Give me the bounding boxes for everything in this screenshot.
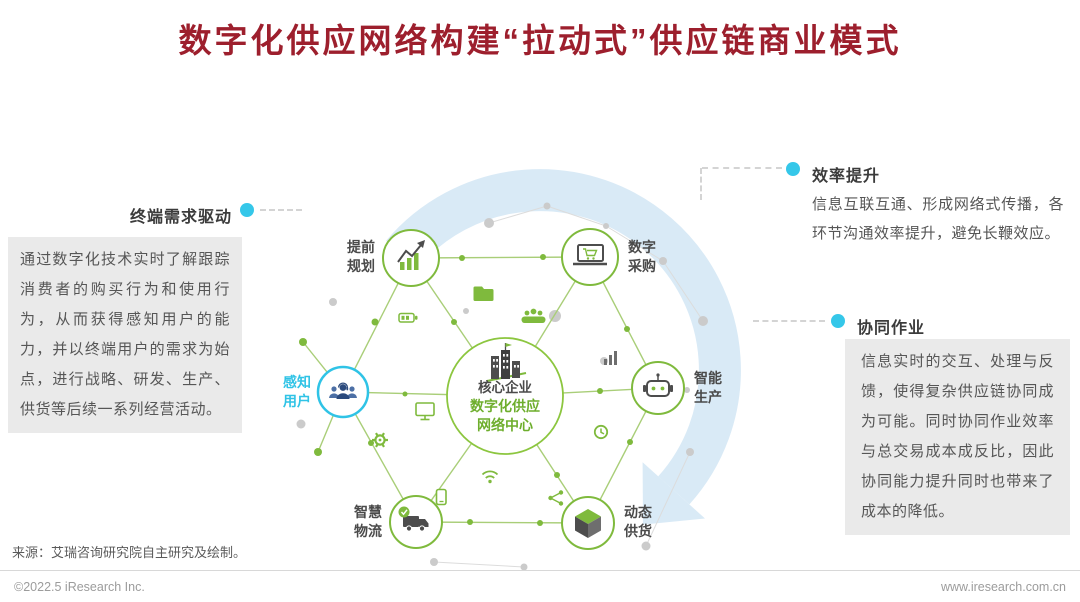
growth-chart-icon — [397, 240, 425, 270]
node-label-digital-procurement: 数字 采购 — [622, 238, 662, 276]
circular-arrow — [386, 169, 741, 525]
network-lines-gray — [433, 205, 704, 568]
source-note: 来源：艾瑞咨询研究院自主研究及绘制。 — [12, 545, 247, 560]
users-headset-icon — [329, 382, 357, 399]
left-bullet-dot — [240, 203, 254, 217]
folder-icon — [473, 286, 494, 301]
robot-icon — [643, 373, 673, 397]
cube-icon — [575, 509, 601, 538]
laptop-cart-icon — [573, 244, 607, 266]
node-label-perceive-users: 感知 用户 — [277, 373, 317, 411]
node-label-line: 采购 — [628, 258, 656, 274]
node-label-advance-planning: 提前 规划 — [341, 238, 381, 276]
center-node-title: 核心企业 — [478, 380, 532, 395]
right-bottom-heading: 协同作业 — [857, 320, 926, 337]
node-label-smart-logistics: 智慧 物流 — [348, 503, 388, 541]
node-label-intelligent-production: 智能 生产 — [688, 369, 728, 407]
right-bottom-body: 信息实时的交互、处理与反馈，使得复杂供应链协同成为可能。同时协同作业效率与总交易… — [845, 339, 1070, 535]
page-title: 数字化供应网络构建“拉动式”供应链商业模式 — [178, 22, 902, 59]
node-label-line: 智慧 — [354, 504, 382, 520]
buildings-icon — [486, 343, 527, 382]
network-dots-gray — [296, 202, 708, 571]
footer-divider — [0, 570, 1080, 571]
left-section-body: 通过数字化技术实时了解跟踪消费者的购买行为和使用行为，从而获得感知用户的能力，并… — [8, 237, 242, 433]
battery-icon — [398, 312, 418, 323]
node-label-line: 提前 — [347, 239, 375, 255]
node-label-line: 规划 — [347, 258, 375, 274]
network-dots-green — [299, 254, 633, 526]
gear-icon — [372, 432, 388, 448]
node-label-line: 用户 — [283, 393, 311, 409]
clock-icon — [593, 424, 609, 440]
node-label-line: 感知 — [283, 374, 311, 390]
right-top-connector-vertical — [700, 168, 702, 200]
footer-copyright: ©2022.5 iResearch Inc. — [14, 580, 145, 594]
smartphone-icon — [435, 488, 447, 506]
left-section-heading: 终端需求驱动 — [129, 209, 232, 226]
right-top-body: 信息互联互通、形成网络式传播，各环节沟通效率提升，避免长鞭效应。 — [812, 196, 1064, 242]
left-connector-line — [260, 209, 302, 211]
center-node-subtitle: 数字化供应 — [470, 398, 540, 414]
node-label-line: 数字 — [628, 239, 656, 255]
right-top-heading: 效率提升 — [812, 168, 881, 185]
node-label-line: 智能 — [694, 370, 722, 386]
center-node-circle — [446, 337, 564, 455]
team-icon — [521, 308, 546, 323]
right-bottom-connector-line — [753, 320, 825, 322]
center-node-label: 核心企业 数字化供应 网络中心 — [445, 378, 565, 435]
right-top-connector-line — [702, 167, 782, 169]
truck-icon — [398, 506, 429, 532]
node-label-dynamic-supply: 动态 供货 — [618, 503, 658, 541]
wifi-icon — [481, 470, 499, 484]
mini-bar-chart-icon — [604, 351, 617, 365]
right-top-bullet-dot — [786, 162, 800, 176]
arrowhead — [642, 462, 705, 525]
node-label-line: 动态 — [624, 504, 652, 520]
node-circle-perceive-users — [316, 365, 370, 419]
node-label-line: 物流 — [354, 523, 382, 539]
node-label-line: 生产 — [694, 389, 722, 405]
monitor-icon — [415, 402, 435, 421]
node-label-line: 供货 — [624, 523, 652, 539]
center-node-subtitle: 网络中心 — [477, 417, 533, 433]
footer-website: www.iresearch.com.cn — [940, 580, 1066, 594]
share-nodes-icon — [548, 490, 564, 506]
right-bottom-bullet-dot — [831, 314, 845, 328]
